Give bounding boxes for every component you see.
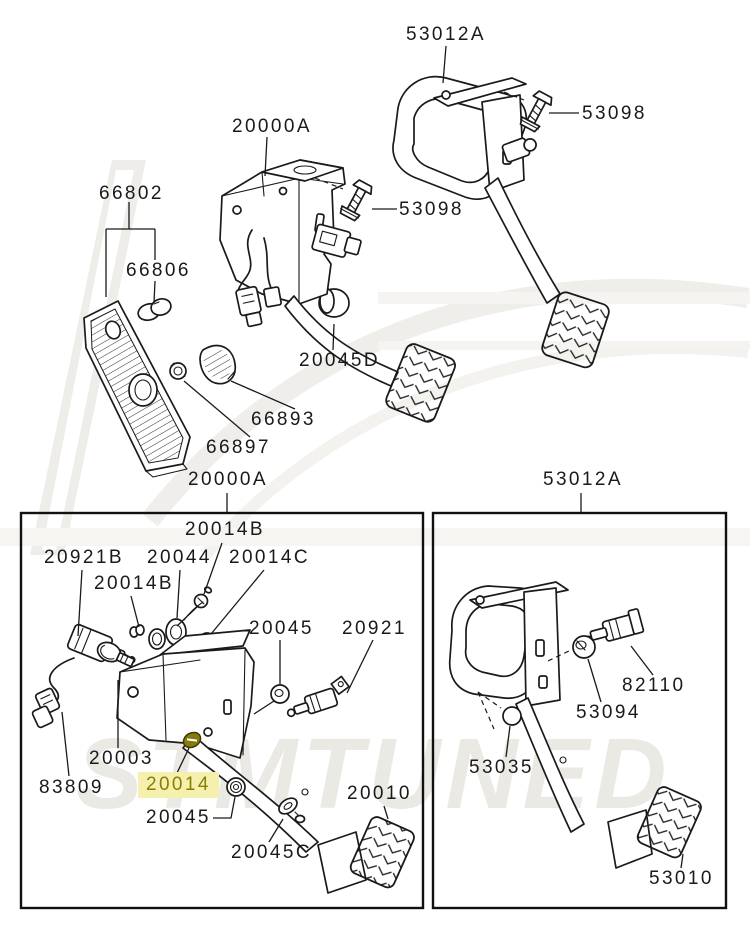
part-label-20045-upper: 20045 (249, 618, 314, 639)
bolt-53098-upper-drawing (519, 90, 553, 133)
part-label-20014b-top: 20014B (185, 519, 265, 540)
part-label-53094: 53094 (576, 702, 641, 723)
part-label-20014-highlighted: 20014 (138, 772, 219, 798)
right-box-drawing (448, 581, 702, 869)
pedal-pad-20010-drawing (349, 816, 415, 889)
pad-66893-drawing (199, 344, 237, 385)
part-label-53012a-top: 53012A (406, 24, 486, 45)
part-label-20044: 20044 (147, 547, 212, 568)
top-leader-lines (105, 45, 582, 512)
left-box-drawing (31, 542, 415, 894)
part-label-20045d: 20045D (299, 350, 380, 371)
part-label-53098-upper: 53098 (582, 103, 647, 124)
part-label-66897: 66897 (206, 437, 271, 458)
nut-66897-drawing (169, 362, 187, 380)
brake-pedal-pad-drawing (385, 343, 456, 423)
part-label-20003: 20003 (89, 748, 154, 769)
bushing-20014-highlighted-drawing (182, 731, 202, 749)
part-label-20010: 20010 (347, 783, 412, 804)
bolt-53098-lower-drawing (339, 179, 373, 222)
part-label-53035: 53035 (469, 757, 534, 778)
accelerator-pedal-drawing (83, 300, 191, 478)
right-detail-box-border (431, 511, 728, 910)
left-detail-box-border (19, 511, 425, 910)
part-label-53098-lower: 53098 (399, 199, 464, 220)
pedal-clip-66806-drawing (137, 298, 172, 322)
part-label-20045c: 20045C (231, 842, 312, 863)
stm-watermark-swoosh (0, 160, 750, 559)
pedal-pad-53010-drawing (636, 786, 702, 859)
part-label-20921b: 20921B (44, 547, 124, 568)
part-label-66893: 66893 (251, 409, 316, 430)
part-label-66802: 66802 (99, 183, 164, 204)
right-box-title-label: 53012A (543, 469, 623, 490)
part-label-53010: 53010 (649, 868, 714, 889)
part-label-66806: 66806 (126, 260, 191, 281)
part-label-83809: 83809 (39, 777, 104, 798)
brake-pedal-assembly-drawing (219, 159, 456, 423)
left-box-title-label: 20000A (188, 469, 268, 490)
part-label-82110: 82110 (622, 675, 686, 696)
part-label-20045-lower: 20045 (146, 807, 211, 828)
clutch-pedal-pad-drawing (541, 291, 610, 369)
part-label-20014c: 20014C (229, 547, 310, 568)
part-label-20000a-top: 20000A (232, 116, 312, 137)
part-label-20014b-mid: 20014B (94, 573, 174, 594)
part-label-20921: 20921 (342, 618, 407, 639)
clutch-pedal-assembly-drawing (392, 75, 610, 369)
